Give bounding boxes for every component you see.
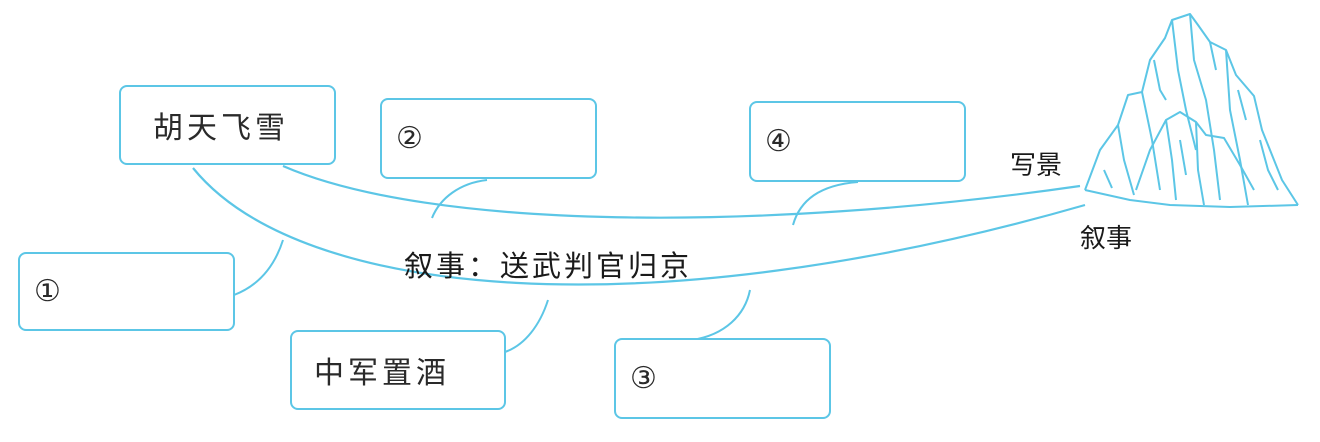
narrative-side-label: 叙事 [1080,224,1133,254]
scenery-arc [282,164,1081,219]
connector-box-2 [431,179,488,219]
box-blank-1: ① [18,252,235,331]
box-blank-2-number: ② [396,121,427,156]
box-hu-tian-fei-xue-text: 胡天飞雪 [153,111,289,146]
box-blank-3-number: ③ [630,361,661,396]
connector-box-1 [233,239,284,296]
box-blank-2: ② [380,98,597,179]
narrative-main-label: 叙事：送武判官归京 [404,249,693,283]
box-blank-4: ④ [749,101,966,182]
connector-box-4 [792,181,859,226]
box-zhong-jun-zhi-jiu: 中军置酒 [290,330,506,410]
box-blank-1-number: ① [34,274,65,309]
box-blank-3: ③ [614,338,831,419]
narrative-arc [192,167,1086,286]
scenery-side-label: 写景 [1010,151,1063,181]
connector-box-zhongjun [504,299,549,353]
mountain-illustration [1084,13,1299,208]
box-hu-tian-fei-xue: 胡天飞雪 [119,85,336,165]
box-zhong-jun-zhi-jiu-text: 中军置酒 [314,356,450,391]
box-blank-4-number: ④ [765,124,796,159]
connector-box-3 [691,289,751,341]
